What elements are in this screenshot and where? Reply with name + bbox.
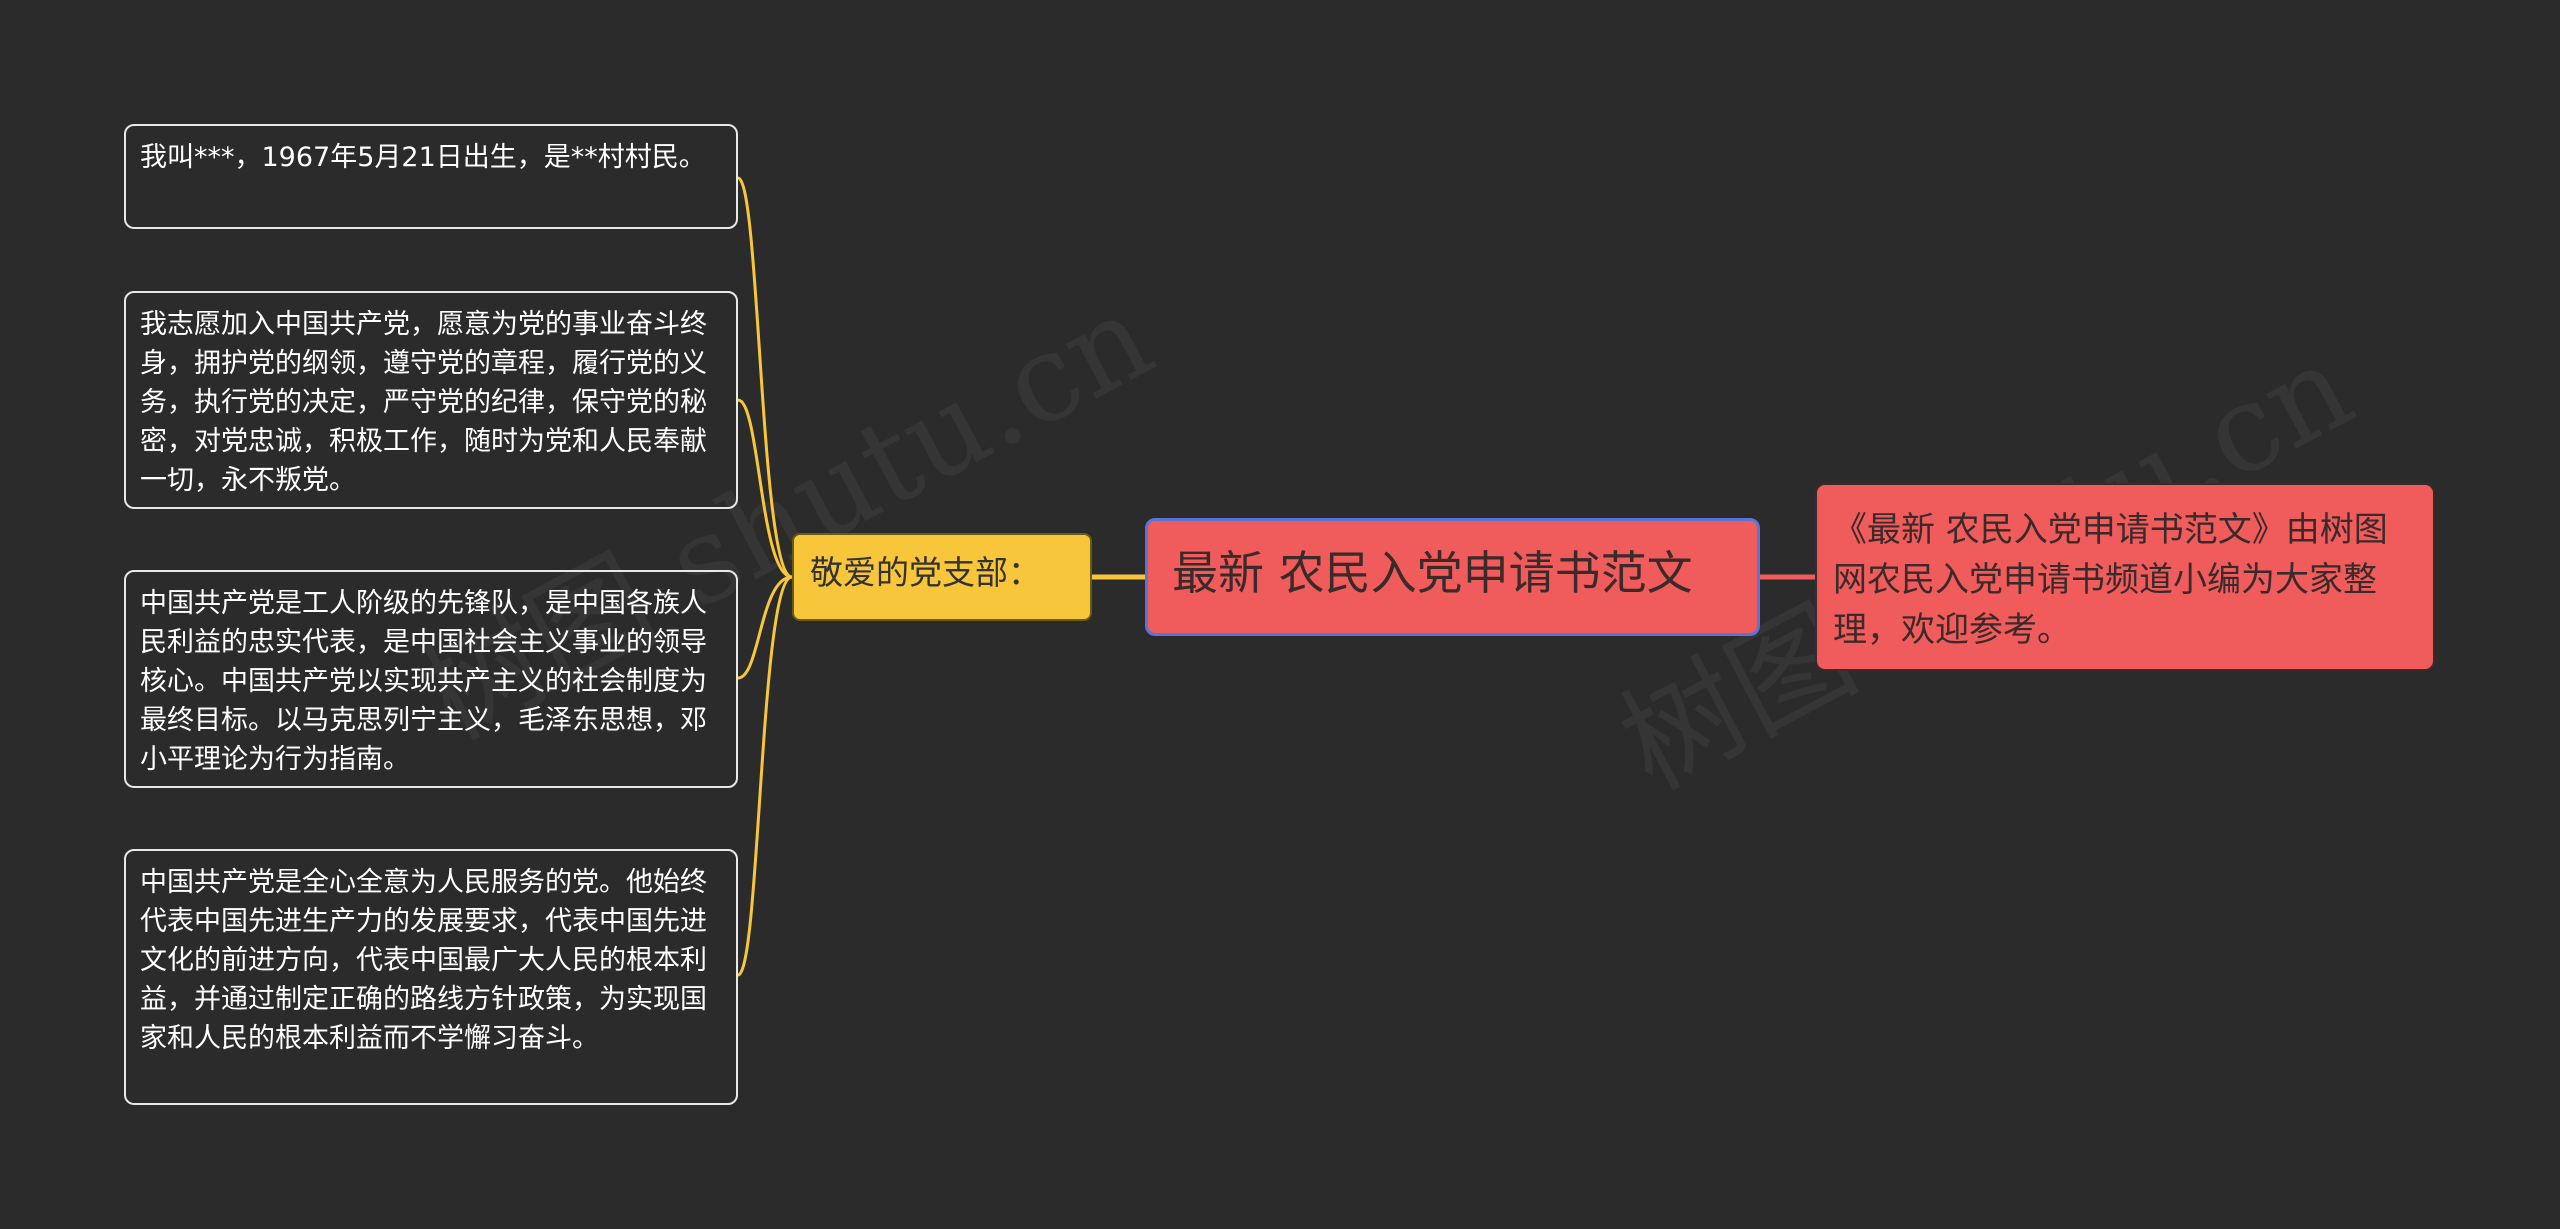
leaf-node-party-service[interactable]: 中国共产党是全心全意为人民服务的党。他始终代表中国先进生产力的发展要求，代表中国… <box>124 849 738 1105</box>
connector-line <box>736 176 793 579</box>
leaf-node-intro[interactable]: 我叫***，1967年5月21日出生，是**村村民。 <box>124 124 738 229</box>
summary-node[interactable]: 《最新 农民入党申请书范文》由树图网农民入党申请书频道小编为大家整理，欢迎参考。 <box>1815 483 2435 671</box>
connector-line <box>737 398 793 579</box>
leaf-node-party-nature[interactable]: 中国共产党是工人阶级的先锋队，是中国各族人民利益的忠实代表，是中国社会主义事业的… <box>124 570 738 788</box>
branch-node[interactable]: 敬爱的党支部： <box>792 533 1092 621</box>
root-node[interactable]: 最新 农民入党申请书范文 <box>1145 518 1760 636</box>
connector-line <box>737 575 793 680</box>
leaf-node-pledge[interactable]: 我志愿加入中国共产党，愿意为党的事业奋斗终身，拥护党的纲领，遵守党的章程，履行党… <box>124 291 738 509</box>
connector-line <box>736 575 793 977</box>
